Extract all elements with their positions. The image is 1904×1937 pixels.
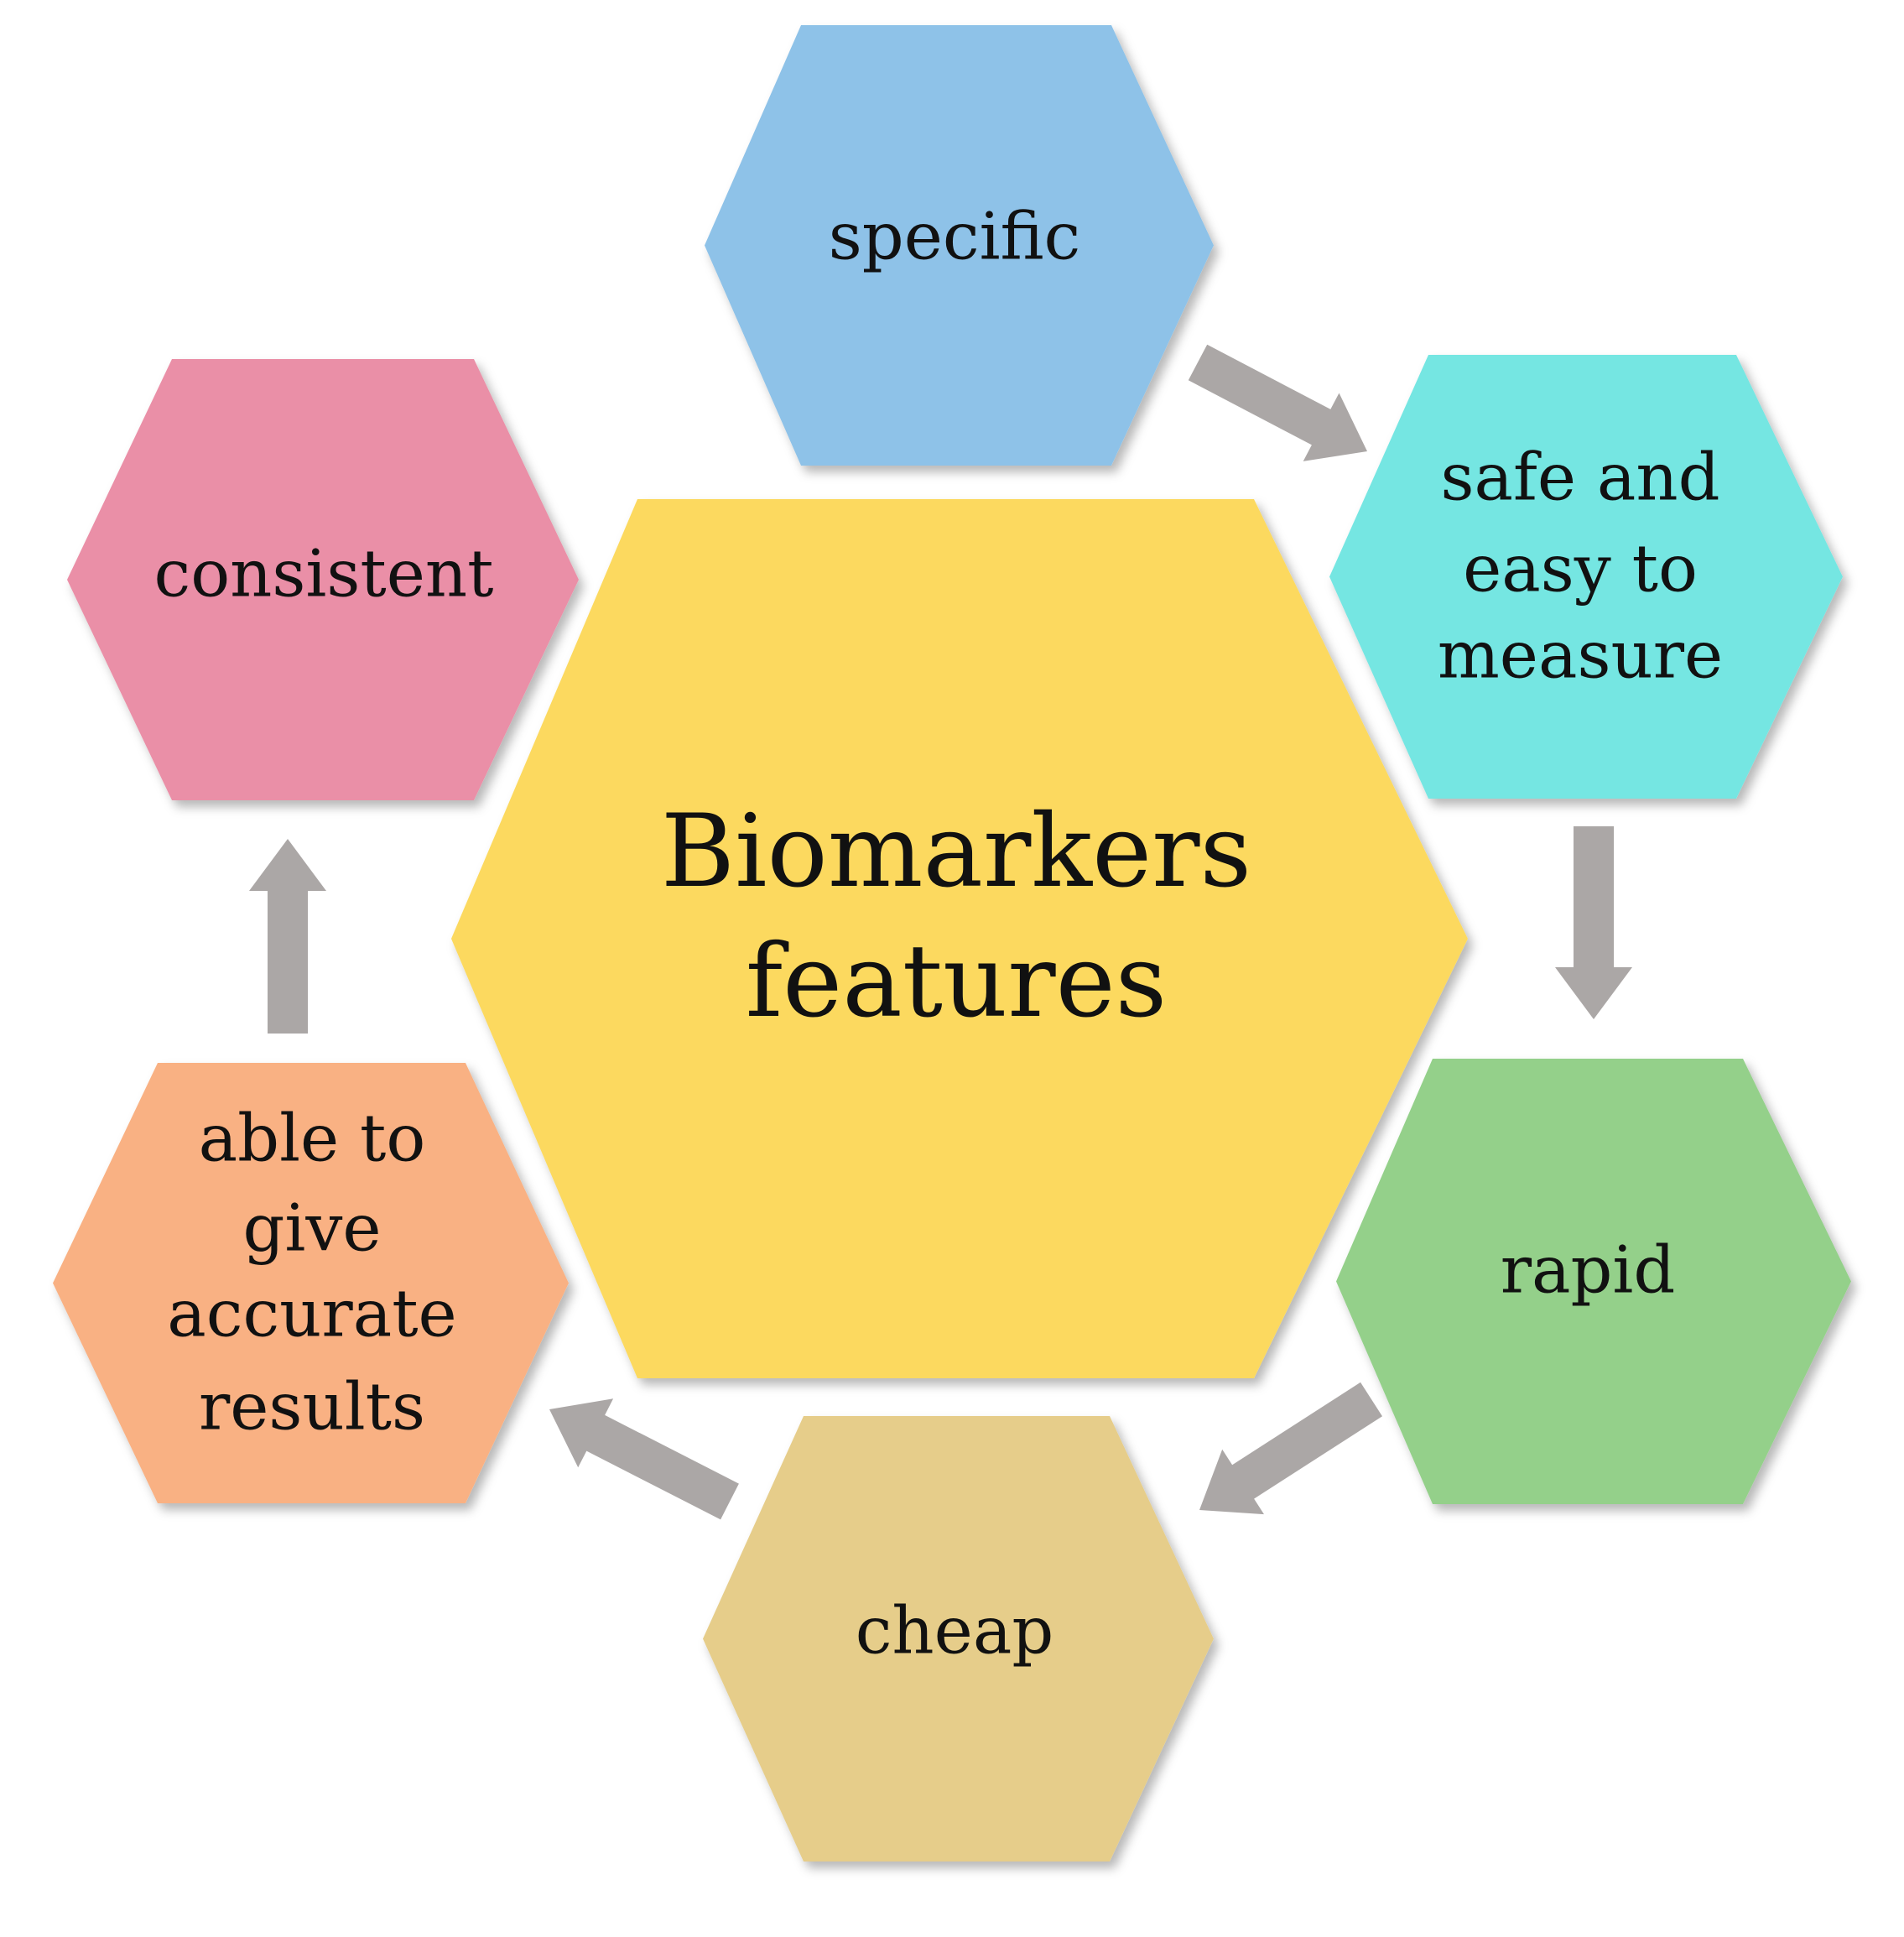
feature-label-accurate-line-1: able to (199, 1101, 426, 1177)
feature-hexagon-cheap: cheap (703, 1416, 1214, 1861)
feature-hexagon-rapid: rapid (1336, 1059, 1851, 1504)
feature-label-accurate-line-3: accurate (167, 1277, 456, 1352)
hexagon-cheap-shape (703, 1416, 1214, 1861)
feature-label-safe-line-3: measure (1438, 618, 1723, 694)
feature-hexagon-consistent: consistent (67, 359, 579, 800)
feature-hexagon-specific: specific (705, 25, 1214, 466)
arrow-safe-to-rapid (1555, 826, 1632, 1019)
center-label-line-2: features (746, 924, 1167, 1040)
feature-label-specific: specific (829, 200, 1080, 275)
center-hexagon-shape (451, 499, 1468, 1378)
feature-label-cheap: cheap (856, 1594, 1054, 1669)
feature-label-accurate-line-4: results (199, 1370, 425, 1445)
feature-label-consistent: consistent (154, 537, 494, 612)
feature-label-safe-line-1: safe and (1440, 440, 1719, 516)
center-hexagon: Biomarkers features (451, 499, 1468, 1378)
flow-arrows (249, 344, 1632, 1520)
arrow-rapid-to-cheap (1199, 1382, 1382, 1515)
hexagon-rapid-shape (1336, 1059, 1851, 1504)
center-label-line-1: Biomarkers (661, 794, 1251, 910)
hexagon-safe-shape (1329, 355, 1843, 799)
hexagon-consistent-shape (67, 359, 579, 800)
feature-hexagon-accurate: able to give accurate results (53, 1063, 569, 1503)
feature-label-accurate-line-2: give (242, 1191, 381, 1267)
feature-label-rapid: rapid (1501, 1233, 1676, 1309)
feature-hexagon-safe: safe and easy to measure (1329, 355, 1843, 799)
hexagon-specific-shape (705, 25, 1214, 466)
feature-label-safe-line-2: easy to (1463, 532, 1698, 607)
arrow-accurate-to-consistent (249, 839, 326, 1034)
arrow-specific-to-safe (1188, 344, 1367, 461)
hexagon-accurate-shape (53, 1063, 569, 1503)
arrow-cheap-to-accurate (549, 1398, 739, 1520)
